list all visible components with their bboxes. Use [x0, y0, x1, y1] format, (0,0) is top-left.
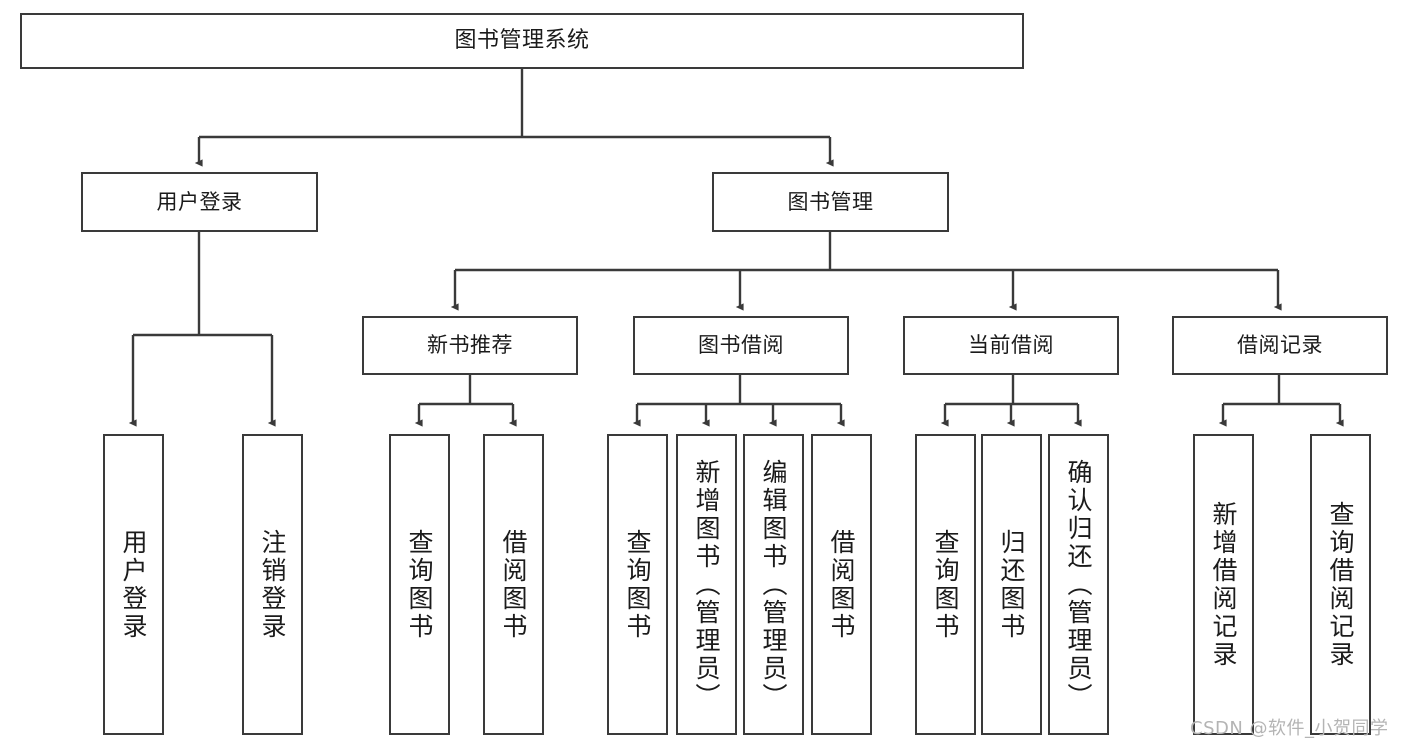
leaf-current-return-book[interactable]: 归还图书: [981, 434, 1042, 735]
leaf-record-query-record[interactable]: 查询借阅记录: [1310, 434, 1371, 735]
leaf-borrow-query-book[interactable]: 查询图书: [607, 434, 668, 735]
node-label: 图书借阅: [698, 333, 784, 358]
node-label: 借阅图书: [827, 528, 856, 641]
node-label: 编辑图书（管理员）: [759, 458, 788, 711]
leaf-current-confirm-return-admin[interactable]: 确认归还（管理员）: [1048, 434, 1109, 735]
leaf-user-login-login[interactable]: 用户登录: [103, 434, 164, 735]
leaf-borrow-borrow-book[interactable]: 借阅图书: [811, 434, 872, 735]
leaf-borrow-add-book-admin[interactable]: 新增图书（管理员）: [676, 434, 737, 735]
node-label: 当前借阅: [968, 333, 1054, 358]
node-borrow-records[interactable]: 借阅记录: [1172, 316, 1388, 375]
node-label: 新增借阅记录: [1209, 500, 1238, 669]
leaf-current-query-book[interactable]: 查询图书: [915, 434, 976, 735]
node-label: 查询图书: [623, 528, 652, 641]
node-label: 借阅图书: [499, 528, 528, 641]
leaf-user-login-logout[interactable]: 注销登录: [242, 434, 303, 735]
node-label: 新增图书（管理员）: [692, 458, 721, 711]
node-current-borrowing[interactable]: 当前借阅: [903, 316, 1119, 375]
node-label: 注销登录: [258, 528, 287, 641]
node-label: 用户登录: [156, 189, 243, 214]
node-book-management[interactable]: 图书管理: [712, 172, 949, 232]
node-label: 查询借阅记录: [1326, 500, 1355, 669]
leaf-borrow-edit-book-admin[interactable]: 编辑图书（管理员）: [743, 434, 804, 735]
node-label: 归还图书: [997, 528, 1026, 641]
node-book-borrowing[interactable]: 图书借阅: [633, 316, 849, 375]
node-label: 确认归还（管理员）: [1064, 458, 1093, 711]
node-label: 查询图书: [931, 528, 960, 641]
node-label: 图书管理: [787, 189, 874, 214]
node-label: 图书管理系统: [454, 28, 590, 54]
leaf-record-add-record[interactable]: 新增借阅记录: [1193, 434, 1254, 735]
leaf-new-book-borrow[interactable]: 借阅图书: [483, 434, 544, 735]
node-label: 查询图书: [405, 528, 434, 641]
leaf-new-book-query[interactable]: 查询图书: [389, 434, 450, 735]
node-label: 新书推荐: [427, 333, 513, 358]
node-label: 用户登录: [119, 528, 148, 641]
node-root-book-management-system[interactable]: 图书管理系统: [20, 13, 1024, 69]
node-new-book-recommendation[interactable]: 新书推荐: [362, 316, 578, 375]
node-user-login[interactable]: 用户登录: [81, 172, 318, 232]
node-label: 借阅记录: [1237, 333, 1323, 358]
